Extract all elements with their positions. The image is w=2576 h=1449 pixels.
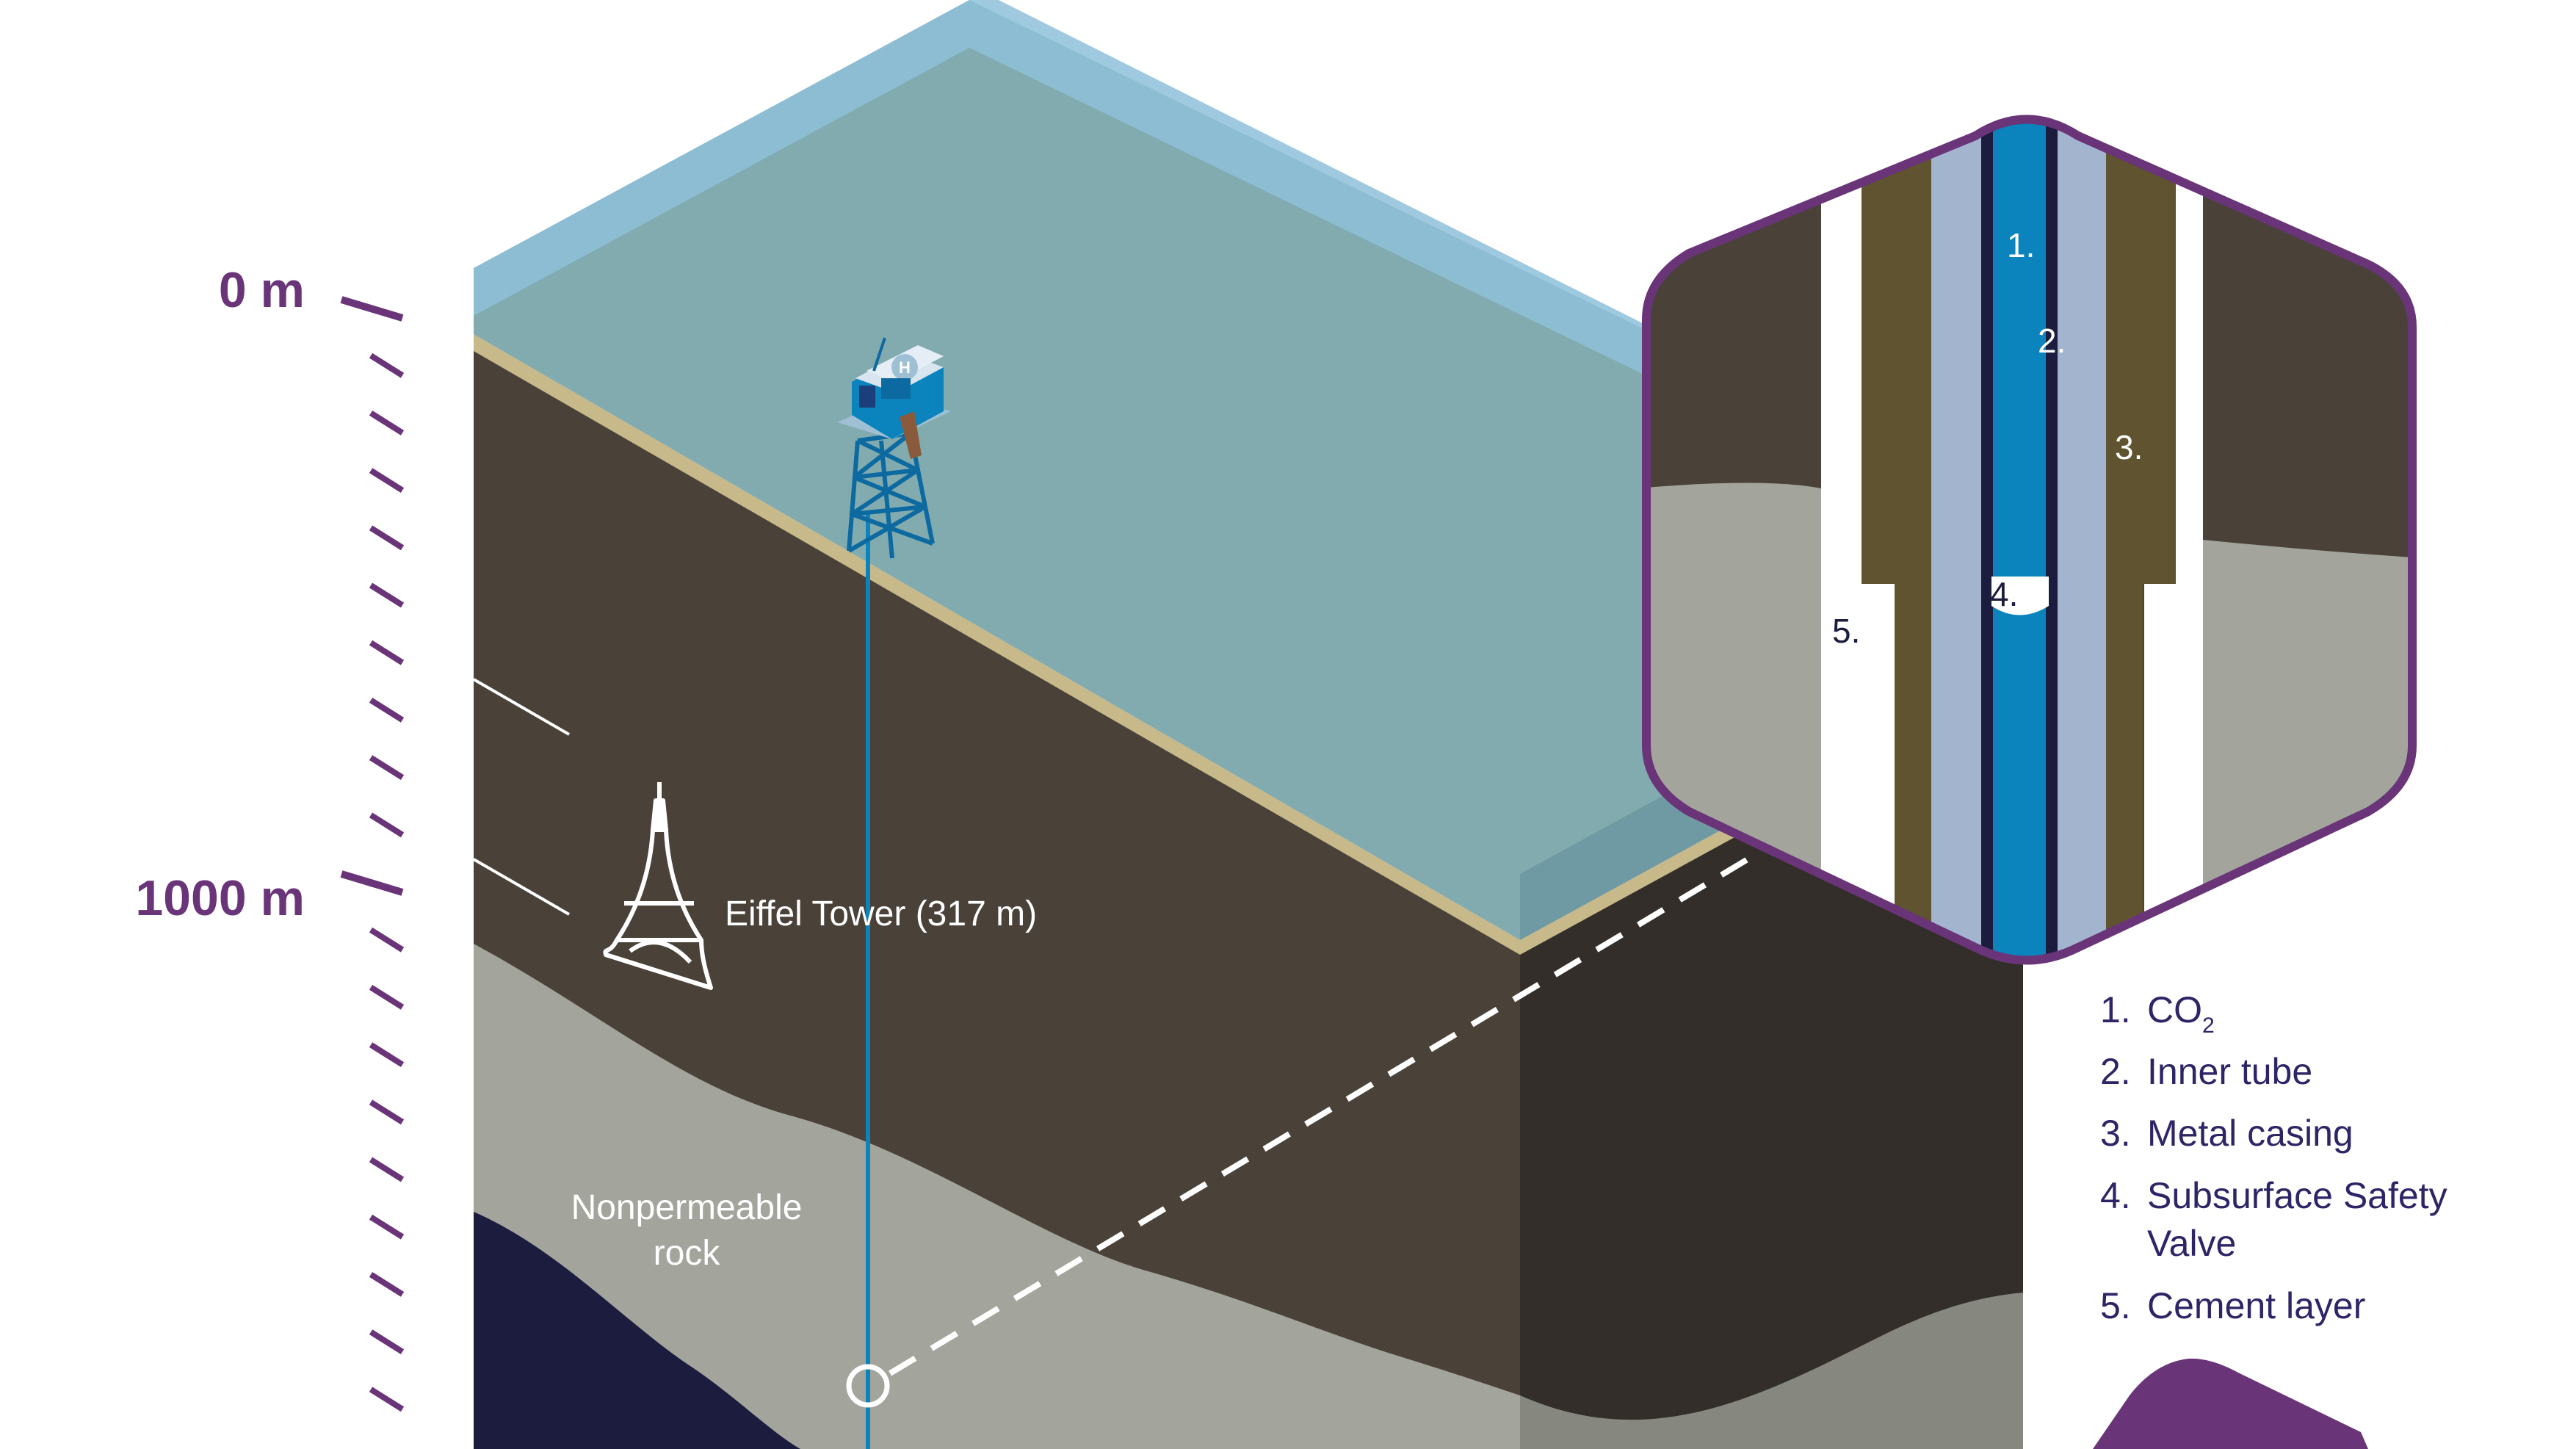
depth-tick-major — [340, 870, 404, 896]
hex-label-2: 2. — [2038, 322, 2066, 360]
legend-item-metal-casing: 3. Metal casing — [2100, 1113, 2354, 1154]
height-guide-top — [473, 678, 570, 736]
svg-text:Metal casing: Metal casing — [2147, 1113, 2354, 1154]
next-step-hexagon — [2093, 1358, 2368, 1449]
svg-text:Subsurface Safety: Subsurface Safety — [2147, 1175, 2447, 1216]
reservoir-layer — [474, 1212, 800, 1449]
eiffel-tower-label: Eiffel Tower (317 m) — [725, 895, 1037, 933]
svg-text:3.: 3. — [2100, 1113, 2131, 1154]
svg-text:1.: 1. — [2100, 989, 2131, 1030]
svg-text:5.: 5. — [2100, 1285, 2131, 1326]
sea-water — [474, 0, 2023, 940]
depth-tick — [369, 640, 405, 665]
depth-scale: 0 m 1000 m — [135, 262, 405, 1412]
depth-label-1000m: 1000 m — [135, 870, 305, 926]
legend-item-cement-layer: 5. Cement layer — [2100, 1285, 2365, 1326]
hex-label-4: 4. — [1990, 575, 2018, 613]
svg-text:4.: 4. — [2100, 1175, 2131, 1216]
legend: 1. CO2 2. Inner tube 3. Metal casing 4. … — [2100, 989, 2447, 1326]
well-cross-section: 1. 2. 3. 4. 5. — [1642, 115, 2417, 965]
rock-label-line1: Nonpermeable — [571, 1188, 803, 1227]
depth-tick — [369, 1272, 405, 1297]
depth-tick — [369, 698, 405, 723]
depth-tick — [369, 1329, 405, 1354]
depth-tick — [369, 1387, 405, 1412]
svg-text:H: H — [899, 358, 911, 377]
hex-label-3: 3. — [2115, 428, 2143, 466]
legend-item-inner-tube: 2. Inner tube — [2100, 1051, 2312, 1092]
rock-label-line2: rock — [654, 1234, 721, 1273]
depth-tick-major — [340, 296, 404, 322]
svg-text:Valve: Valve — [2147, 1223, 2236, 1264]
legend-item-co2: 1. CO2 — [2100, 989, 2215, 1038]
legend-item-safety-valve: 4. Subsurface Safety Valve — [2100, 1175, 2447, 1264]
depth-tick — [369, 353, 405, 378]
svg-text:Inner tube: Inner tube — [2147, 1051, 2312, 1092]
depth-tick — [369, 1042, 405, 1067]
depth-tick — [369, 1099, 405, 1125]
well-detail-connector — [888, 856, 1750, 1376]
eiffel-tower-icon — [603, 782, 713, 990]
geology-block — [474, 0, 2023, 1449]
metal-casing — [1862, 119, 1931, 584]
depth-tick — [369, 985, 405, 1010]
hexagon-frame — [1642, 115, 2417, 965]
depth-tick — [369, 755, 405, 780]
inner-tube — [1931, 119, 1981, 961]
seabed-layer — [474, 334, 1520, 955]
hex-label-1: 1. — [2007, 226, 2035, 264]
depth-tick — [369, 582, 405, 608]
injection-point-marker — [846, 1364, 890, 1408]
depth-tick — [369, 812, 405, 838]
svg-text:Cement layer: Cement layer — [2147, 1285, 2365, 1326]
safety-valve — [1991, 577, 2049, 615]
hex-label-5: 5. — [1832, 612, 1860, 650]
offshore-platform-icon: H — [837, 337, 951, 559]
nonpermeable-rock-side — [1520, 1293, 2023, 1449]
depth-tick — [369, 468, 405, 493]
depth-tick — [369, 525, 405, 551]
depth-tick — [369, 1214, 405, 1240]
height-guide-bottom — [473, 858, 570, 916]
co2-flow — [1993, 119, 2046, 961]
nonpermeable-rock-layer — [474, 944, 1520, 1449]
metal-casing-right — [2106, 119, 2176, 584]
svg-text:2.: 2. — [2100, 1051, 2131, 1092]
legend-co2-text: CO — [2147, 989, 2202, 1030]
depth-tick — [369, 1157, 405, 1182]
depth-label-0m: 0 m — [219, 262, 305, 318]
depth-tick — [369, 927, 405, 953]
legend-co2-sub: 2 — [2202, 1013, 2215, 1038]
depth-tick — [369, 411, 405, 436]
svg-text:CO2: CO2 — [2147, 989, 2215, 1038]
depth-ticks — [340, 296, 405, 1412]
